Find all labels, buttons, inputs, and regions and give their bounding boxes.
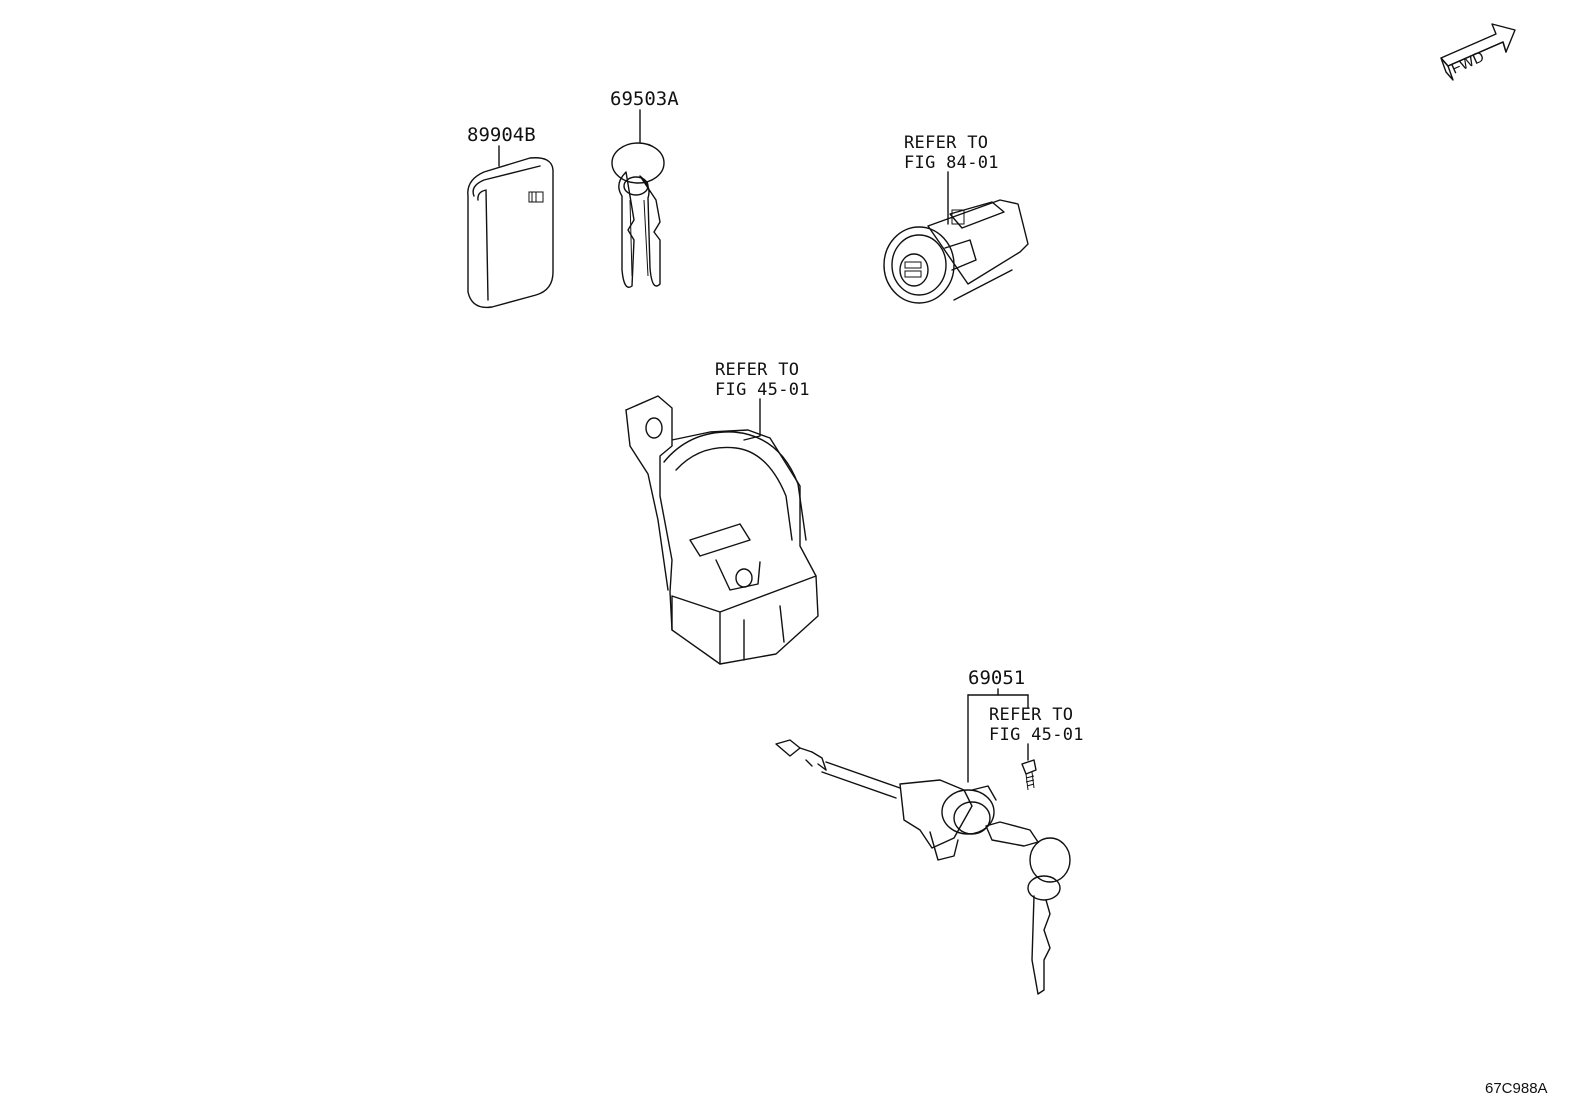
door-lock-cylinder-69051: 69051 REFER TO FIG 45-01 bbox=[775, 667, 1084, 995]
ref-label-switch-2: FIG 84-01 bbox=[904, 153, 999, 173]
part-number-69503a: 69503A bbox=[610, 88, 679, 110]
diagram-code: 67C988A bbox=[1485, 1080, 1548, 1097]
push-start-switch: REFER TO FIG 84-01 bbox=[883, 133, 1029, 304]
smart-key-fob: 89904B bbox=[467, 124, 554, 309]
fwd-arrow-icon: FWD bbox=[1440, 23, 1516, 81]
ref-label-lock-2: FIG 45-01 bbox=[715, 380, 810, 400]
steering-lock-assembly: REFER TO FIG 45-01 bbox=[625, 360, 819, 665]
ref-label-cylinder-2: FIG 45-01 bbox=[989, 725, 1084, 745]
ref-label-lock-1: REFER TO bbox=[715, 360, 799, 380]
key-69503a: 69503A bbox=[610, 88, 679, 288]
part-number-89904b: 89904B bbox=[467, 124, 536, 146]
ref-label-cylinder-1: REFER TO bbox=[989, 705, 1073, 725]
part-number-69051: 69051 bbox=[968, 667, 1025, 689]
ref-label-switch-1: REFER TO bbox=[904, 133, 988, 153]
